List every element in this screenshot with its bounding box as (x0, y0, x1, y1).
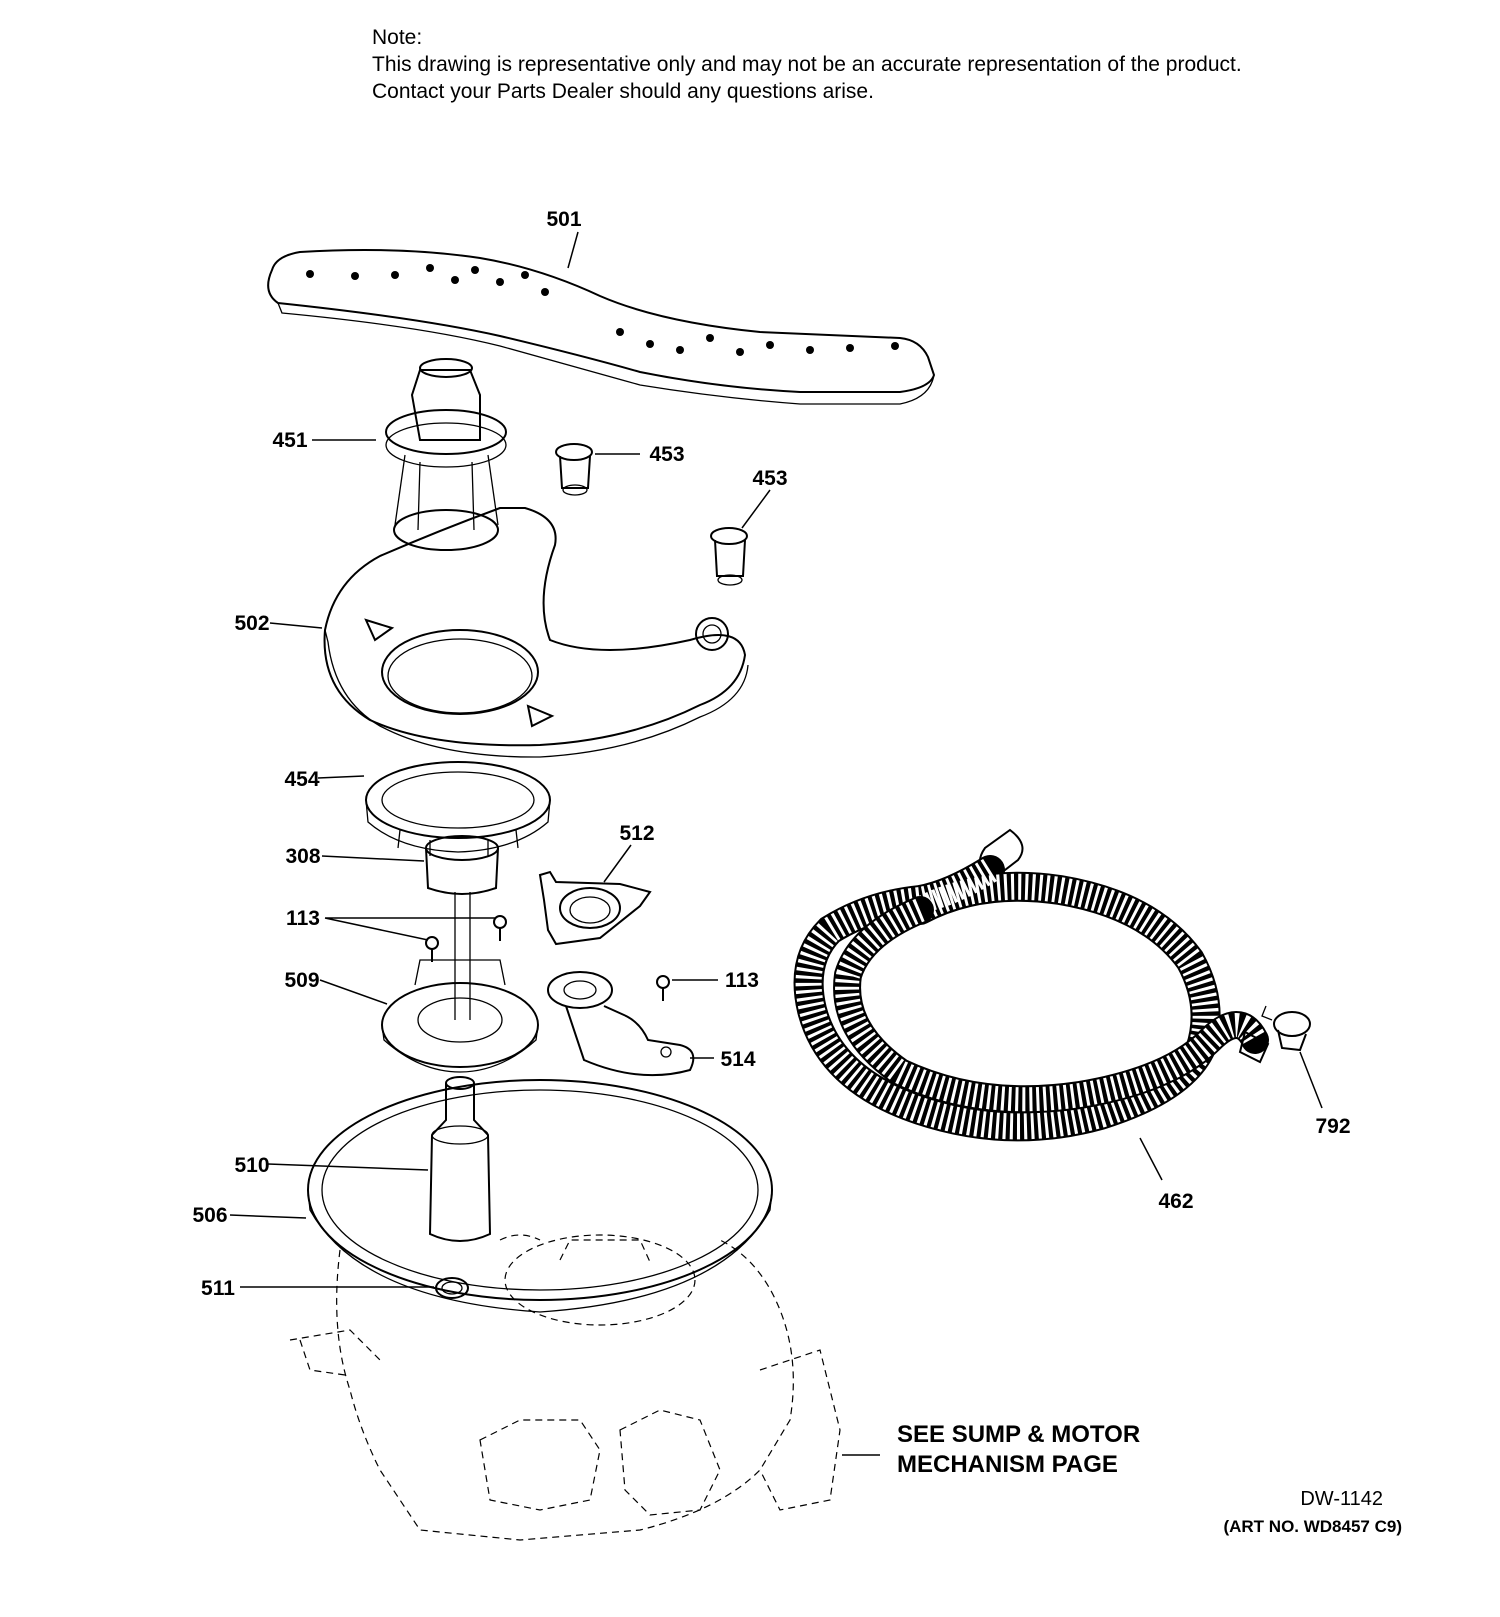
callout-509: 509 (284, 969, 319, 992)
callout-462: 462 (1158, 1190, 1193, 1213)
part-510-filter-tube (428, 1076, 492, 1242)
callout-113-right: 113 (725, 969, 759, 992)
callout-514: 514 (720, 1048, 755, 1071)
art-number: (ART NO. WD8457 C9) (1223, 1517, 1402, 1536)
note-line-1: This drawing is representative only and … (372, 53, 1242, 76)
reference-line-2: MECHANISM PAGE (897, 1451, 1118, 1478)
callout-511: 511 (201, 1277, 235, 1300)
drawing-number: DW-1142 (1300, 1488, 1383, 1510)
sump-motor-reference-outline (289, 1234, 841, 1541)
callout-451: 451 (272, 429, 307, 452)
callout-510: 510 (234, 1154, 269, 1177)
callout-501: 501 (546, 208, 581, 231)
part-501-spray-arm (267, 249, 936, 405)
part-511-o-ring (435, 1277, 469, 1299)
part-462-drain-hose (793, 828, 1270, 1142)
callout-308: 308 (285, 845, 320, 868)
callout-792: 792 (1315, 1115, 1350, 1138)
callout-512: 512 (619, 822, 654, 845)
part-308-impeller (425, 835, 499, 1020)
part-502-filter-plate (323, 507, 749, 758)
note-heading: Note: (372, 26, 423, 49)
part-454-ring (365, 761, 551, 856)
callout-506: 506 (192, 1204, 227, 1227)
callout-502: 502 (234, 612, 269, 635)
callout-453-lower: 453 (752, 467, 787, 490)
part-451-filter-hub (385, 358, 507, 551)
part-509-sump-cover (381, 959, 539, 1073)
callout-454: 454 (284, 768, 319, 791)
part-506-gasket (307, 1079, 773, 1313)
part-453-cap-a (555, 443, 593, 496)
part-453-cap-b (710, 527, 748, 586)
callout-453-upper: 453 (649, 443, 684, 466)
part-512-bracket (538, 870, 652, 946)
part-514-drain-nozzle (547, 971, 695, 1077)
part-792-hose-clamp (1261, 1005, 1311, 1052)
callout-113-left: 113 (286, 907, 320, 930)
note-line-2: Contact your Parts Dealer should any que… (372, 80, 874, 103)
reference-line-1: SEE SUMP & MOTOR (897, 1421, 1140, 1448)
disclaimer-note: Note: This drawing is representative onl… (372, 24, 1242, 105)
